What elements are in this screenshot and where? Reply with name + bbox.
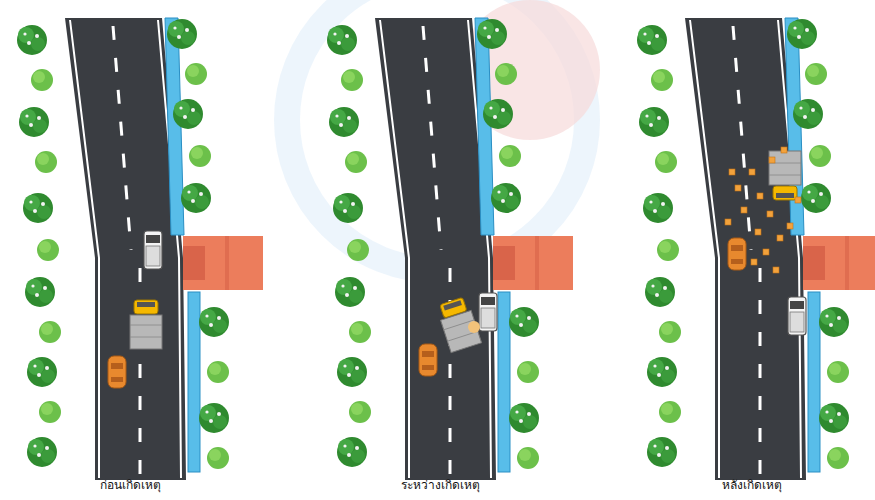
panel-caption: หลังเกิดเหตุ (722, 478, 782, 492)
panel-caption: ก่อนเกิดเหตุ (100, 478, 161, 492)
panel-caption: ระหว่างเกิดเหตุ (401, 478, 480, 492)
